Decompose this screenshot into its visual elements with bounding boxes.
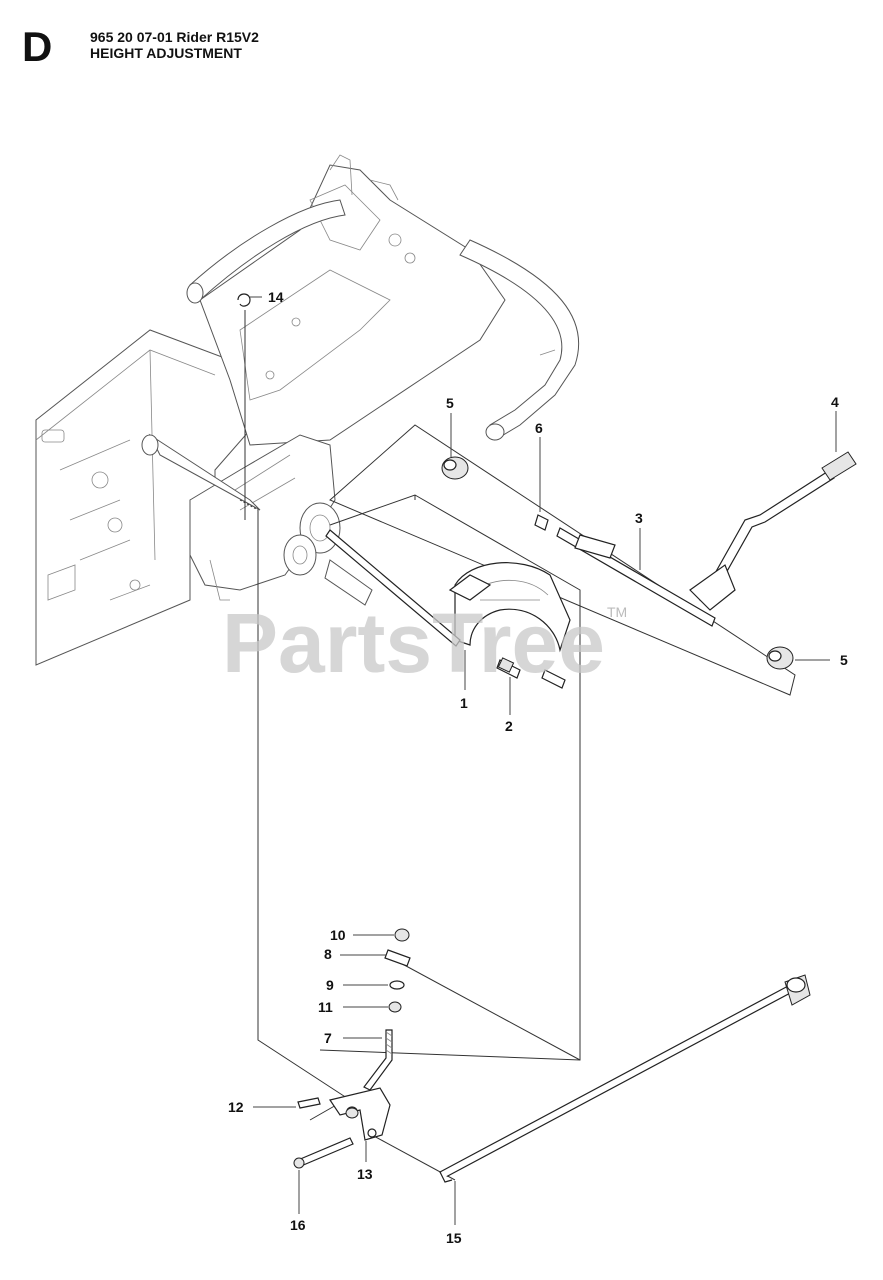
part-pin-8 xyxy=(384,949,411,967)
callout-6: 6 xyxy=(535,420,543,436)
callout-14: 14 xyxy=(268,289,284,305)
watermark-tm: TM xyxy=(607,604,627,620)
callout-1: 1 xyxy=(460,695,468,711)
part-screw-16 xyxy=(297,1137,354,1167)
callout-2: 2 xyxy=(505,718,513,734)
callout-labels: 14 5 6 3 4 5 1 2 10 8 9 11 7 12 13 16 15 xyxy=(228,289,848,1246)
parts xyxy=(237,293,857,1183)
callout-leader-lines xyxy=(250,296,837,1225)
part-clip-6 xyxy=(534,514,549,531)
callout-15: 15 xyxy=(446,1230,462,1246)
rider-frame xyxy=(35,154,580,666)
callout-11: 11 xyxy=(318,999,333,1015)
part-link-rod-15 xyxy=(439,984,795,1179)
part-bracket-13 xyxy=(329,1087,391,1141)
callout-4: 4 xyxy=(831,394,839,410)
callout-3: 3 xyxy=(635,510,643,526)
callout-13: 13 xyxy=(357,1166,373,1182)
callout-10: 10 xyxy=(330,927,346,943)
callout-8: 8 xyxy=(324,946,332,962)
watermark: PartsTree TM xyxy=(222,596,627,690)
section-letter: D xyxy=(22,23,53,70)
callout-5-bottom: 5 xyxy=(840,652,848,668)
callout-9: 9 xyxy=(326,977,334,993)
part-clip-14 xyxy=(237,293,251,307)
model-line: 965 20 07-01 Rider R15V2 xyxy=(90,29,259,45)
callout-7: 7 xyxy=(324,1030,332,1046)
callout-5-top: 5 xyxy=(446,395,454,411)
section-title: HEIGHT ADJUSTMENT xyxy=(90,45,242,61)
watermark-text: PartsTree xyxy=(222,596,605,690)
part-nut-10 xyxy=(394,928,410,942)
callout-16: 16 xyxy=(290,1217,306,1233)
callout-12: 12 xyxy=(228,1099,244,1115)
part-nut-11 xyxy=(388,1001,402,1013)
part-grip-4 xyxy=(821,451,857,481)
part-pin-12 xyxy=(297,1097,321,1109)
part-washer-9 xyxy=(389,980,405,990)
assembly-reference-lines xyxy=(239,310,796,1181)
